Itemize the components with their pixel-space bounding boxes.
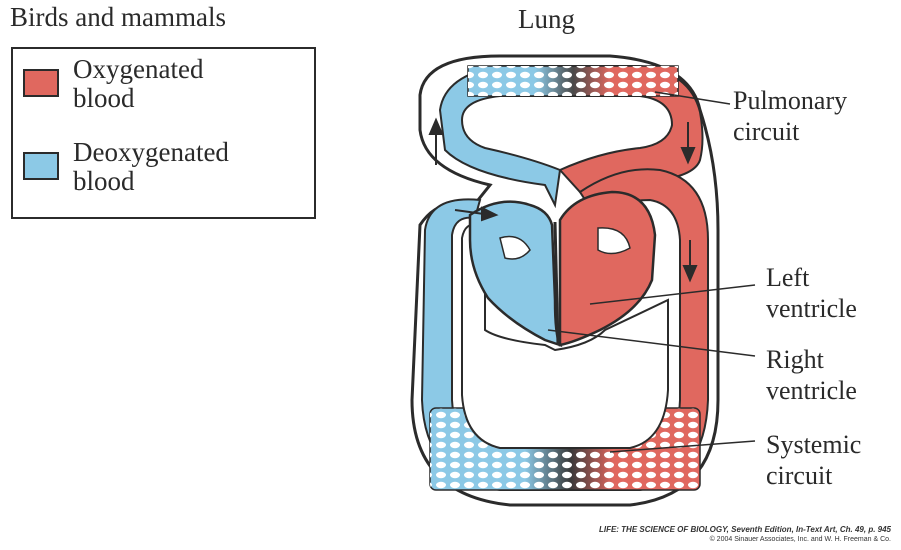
figure-credit: LIFE: THE SCIENCE OF BIOLOGY, Seventh Ed…	[599, 525, 891, 544]
left-ventricle-label: Left ventricle	[766, 262, 857, 324]
right-ventricle-label: Right ventricle	[766, 344, 857, 406]
systemic-circuit-label: Systemic circuit	[766, 429, 861, 491]
credit-line1: LIFE: THE SCIENCE OF BIOLOGY, Seventh Ed…	[599, 525, 891, 535]
pulmonary-circuit-label: Pulmonary circuit	[733, 85, 847, 147]
credit-line2: © 2004 Sinauer Associates, Inc. and W. H…	[599, 535, 891, 544]
